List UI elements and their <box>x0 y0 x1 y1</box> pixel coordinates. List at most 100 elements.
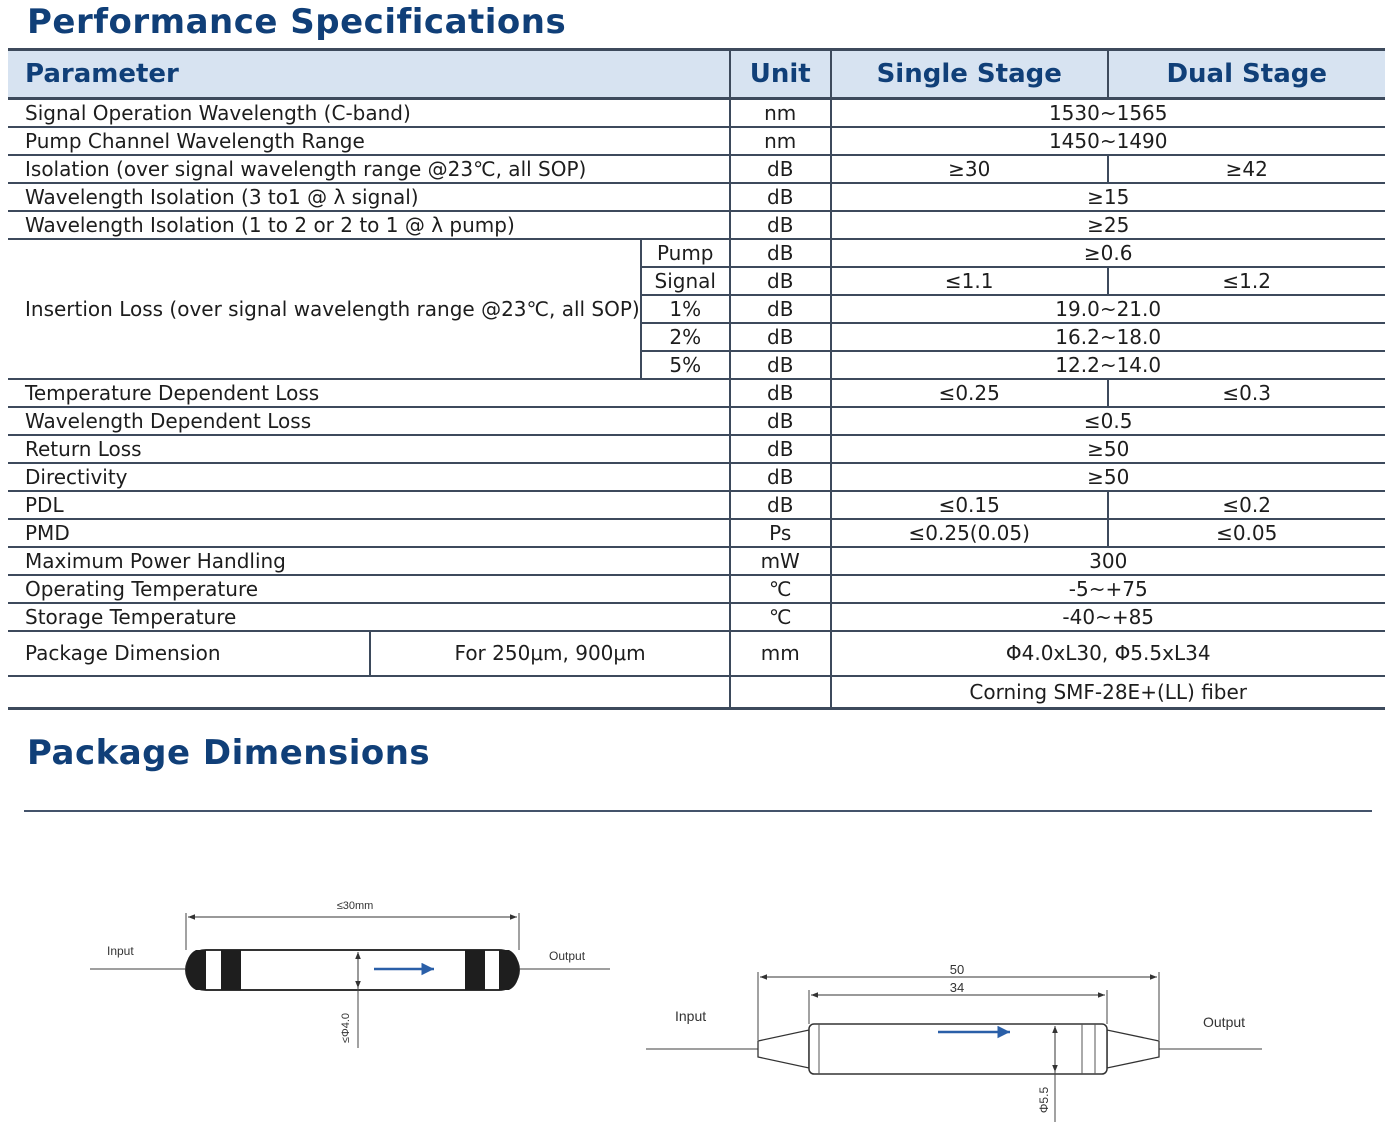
single-value-cell: ≤0.25(0.05) <box>829 518 1108 547</box>
unit-cell: ℃ <box>728 602 831 631</box>
outer-length-label: 50 <box>950 962 964 977</box>
unit-cell: dB <box>728 210 831 239</box>
table-row: Directivity dB ≥50 <box>8 462 1385 491</box>
input-label: Input <box>675 1008 706 1024</box>
unit-cell: dB <box>728 490 831 519</box>
empty-cell <box>8 675 730 710</box>
unit-cell: mW <box>728 546 831 575</box>
table-row: Wavelength Isolation (3 to1 @ λ signal) … <box>8 182 1385 211</box>
unit-cell: nm <box>728 97 831 127</box>
output-label: Output <box>549 949 586 963</box>
package-diagram-30mm: Input Output ≤30mm ≤Φ4.0 <box>90 900 610 1048</box>
fiber-value-cell: Corning SMF-28E+(LL) fiber <box>829 675 1385 710</box>
table-row: Isolation (over signal wavelength range … <box>8 154 1385 183</box>
length-label: ≤30mm <box>337 900 374 912</box>
performance-spec-table: Parameter Unit Single Stage Dual Stage S… <box>8 48 1385 710</box>
output-label: Output <box>1203 1014 1245 1030</box>
package-diagram-34mm: Input Output 50 34 Φ5.5 <box>646 962 1262 1122</box>
value-cell: Φ4.0xL30, Φ5.5xL34 <box>829 630 1385 676</box>
param-cell: Wavelength Isolation (1 to 2 or 2 to 1 @… <box>8 210 730 239</box>
table-row: 1% dB 19.0~21.0 <box>8 294 1385 323</box>
value-cell: -40~+85 <box>829 602 1385 631</box>
sub-param-cell: Signal <box>639 266 730 295</box>
dual-value-cell: ≤1.2 <box>1106 266 1385 295</box>
unit-cell: dB <box>728 378 831 407</box>
table-header-row: Parameter Unit Single Stage Dual Stage <box>8 48 1385 100</box>
unit-cell: dB <box>728 434 831 463</box>
table-row: 2% dB 16.2~18.0 <box>8 322 1385 351</box>
value-cell: ≥25 <box>829 210 1385 239</box>
tube-body <box>808 1023 1108 1075</box>
section-divider <box>24 810 1372 812</box>
value-cell: ≥50 <box>829 434 1385 463</box>
param-cell: Wavelength Dependent Loss <box>8 406 730 435</box>
param-cell: Pump Channel Wavelength Range <box>8 126 730 155</box>
right-taper <box>1106 1029 1160 1069</box>
unit-cell: Ps <box>728 518 831 547</box>
sub-param-cell: Pump <box>639 238 730 267</box>
unit-cell: dB <box>728 238 831 267</box>
empty-cell <box>728 675 831 710</box>
unit-cell: dB <box>728 182 831 211</box>
value-cell: 12.2~14.0 <box>829 350 1385 379</box>
param-cell-package: Package Dimension <box>8 630 371 676</box>
right-band <box>465 950 485 990</box>
value-cell: ≥15 <box>829 182 1385 211</box>
value-cell: ≥0.6 <box>829 238 1385 267</box>
table-row: Operating Temperature ℃ -5~+75 <box>8 574 1385 603</box>
diameter-label: Φ5.5 <box>1037 1087 1051 1114</box>
table-row: PMD Ps ≤0.25(0.05) ≤0.05 <box>8 518 1385 547</box>
value-cell: -5~+75 <box>829 574 1385 603</box>
spec-title: Performance Specifications <box>27 2 567 42</box>
unit-cell: dB <box>728 350 831 379</box>
value-cell: ≤0.5 <box>829 406 1385 435</box>
table-row: Signal dB ≤1.1 ≤1.2 <box>8 266 1385 295</box>
value-cell: 16.2~18.0 <box>829 322 1385 351</box>
single-value-cell: ≥30 <box>829 154 1108 183</box>
table-row: Insertion Loss (over signal wavelength r… <box>8 238 1385 379</box>
single-value-cell: ≤0.25 <box>829 378 1108 407</box>
single-value-cell: ≤1.1 <box>829 266 1108 295</box>
single-value-cell: ≤0.15 <box>829 490 1108 519</box>
param-cell: Directivity <box>8 462 730 491</box>
unit-cell: dB <box>728 462 831 491</box>
param-cell: Maximum Power Handling <box>8 546 730 575</box>
value-cell: 1530~1565 <box>829 97 1385 127</box>
table-row: Package Dimension For 250μm, 900μm mm Φ4… <box>8 630 1385 676</box>
value-cell: ≥50 <box>829 462 1385 491</box>
sub-param-cell: 2% <box>639 322 730 351</box>
unit-cell: nm <box>728 126 831 155</box>
unit-cell: mm <box>728 630 831 676</box>
sub-param-cell-package: For 250μm, 900μm <box>369 630 730 676</box>
header-single-stage: Single Stage <box>829 48 1108 100</box>
unit-cell: dB <box>728 266 831 295</box>
table-row: Wavelength Isolation (1 to 2 or 2 to 1 @… <box>8 210 1385 239</box>
table-row: Maximum Power Handling mW 300 <box>8 546 1385 575</box>
param-cell: Temperature Dependent Loss <box>8 378 730 407</box>
header-parameter: Parameter <box>8 48 730 100</box>
value-cell: 19.0~21.0 <box>829 294 1385 323</box>
table-row: Wavelength Dependent Loss dB ≤0.5 <box>8 406 1385 435</box>
param-cell: Storage Temperature <box>8 602 730 631</box>
unit-cell: dB <box>728 322 831 351</box>
unit-cell: ℃ <box>728 574 831 603</box>
param-cell-insertion-loss: Insertion Loss (over signal wavelength r… <box>8 238 641 379</box>
param-cell: Signal Operation Wavelength (C-band) <box>8 97 730 127</box>
param-cell: PMD <box>8 518 730 547</box>
table-row: Temperature Dependent Loss dB ≤0.25 ≤0.3 <box>8 378 1385 407</box>
unit-cell: dB <box>728 294 831 323</box>
param-cell: Wavelength Isolation (3 to1 @ λ signal) <box>8 182 730 211</box>
left-band <box>221 950 241 990</box>
unit-cell: dB <box>728 154 831 183</box>
package-title: Package Dimensions <box>27 733 431 773</box>
input-label: Input <box>107 944 134 958</box>
dual-value-cell: ≤0.3 <box>1106 378 1385 407</box>
dual-value-cell: ≥42 <box>1106 154 1385 183</box>
diameter-label: ≤Φ4.0 <box>340 1013 352 1043</box>
dual-value-cell: ≤0.2 <box>1106 490 1385 519</box>
table-row: Corning SMF-28E+(LL) fiber <box>8 675 1385 710</box>
table-row: Return Loss dB ≥50 <box>8 434 1385 463</box>
left-taper <box>757 1029 810 1069</box>
sub-param-cell: 1% <box>639 294 730 323</box>
